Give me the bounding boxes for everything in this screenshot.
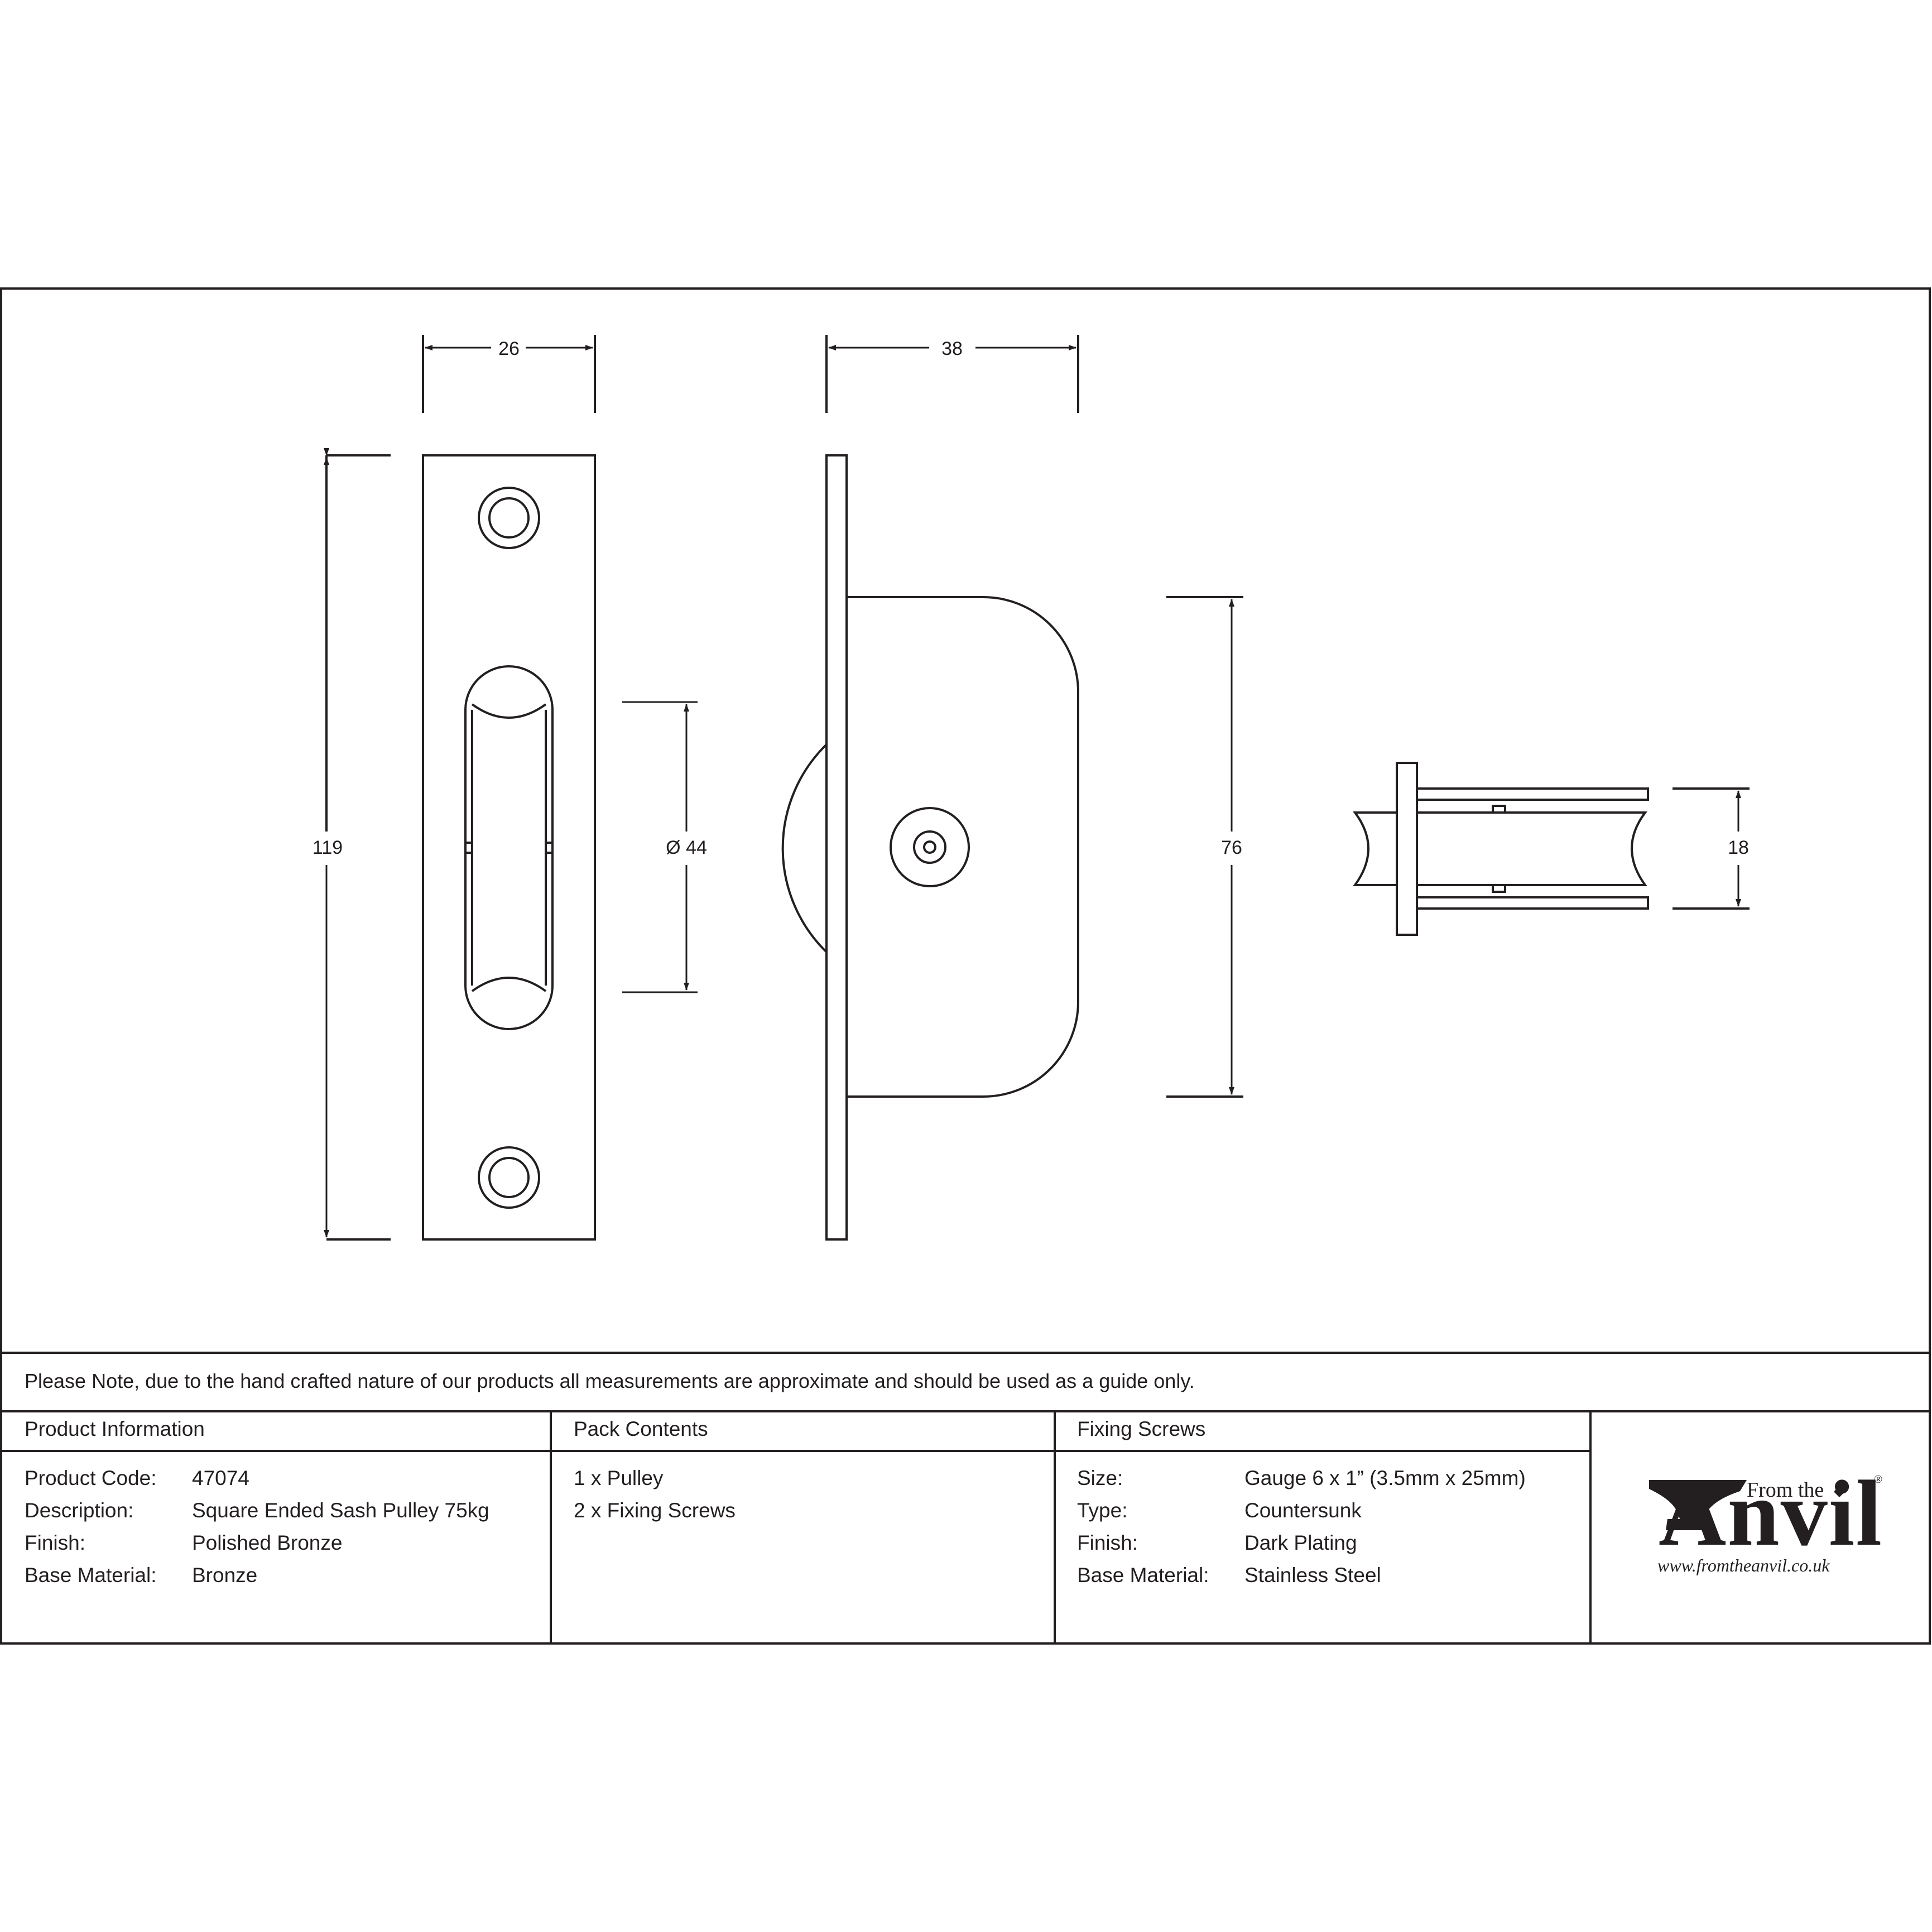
fixing-screws-row: Finish: Dark Plating bbox=[1077, 1527, 1526, 1559]
row-value: Polished Bronze bbox=[192, 1531, 343, 1554]
dim-case-height: 76 bbox=[1221, 837, 1242, 858]
dim-front-width: 26 bbox=[498, 338, 520, 359]
dim-wheel-diameter: Ø 44 bbox=[666, 837, 707, 858]
list-item: 1 x Pulley bbox=[574, 1467, 664, 1489]
product-info-row: Description: Square Ended Sash Pulley 75… bbox=[25, 1494, 489, 1527]
row-value: Countersunk bbox=[1244, 1499, 1362, 1522]
end-wheel bbox=[1417, 811, 1647, 886]
row-label: Base Material: bbox=[1077, 1564, 1209, 1587]
dim-wheel-width: 18 bbox=[1728, 837, 1749, 858]
logo-registered: ® bbox=[1874, 1473, 1883, 1486]
logo-url: www.fromtheanvil.co.uk bbox=[1657, 1555, 1830, 1575]
fixing-screws-title: Fixing Screws bbox=[1077, 1417, 1206, 1440]
row-label: Description: bbox=[25, 1499, 134, 1522]
faceplate bbox=[422, 454, 596, 1241]
front-view bbox=[324, 335, 596, 1241]
side-faceplate bbox=[825, 454, 848, 1241]
fixing-screws-table: Size: Gauge 6 x 1” (3.5mm x 25mm) Type: … bbox=[1077, 1462, 1526, 1592]
end-view bbox=[1353, 762, 1750, 936]
side-view bbox=[781, 335, 1243, 1241]
pack-contents-title: Pack Contents bbox=[574, 1417, 708, 1440]
frame bbox=[0, 287, 1931, 1645]
row-value: Bronze bbox=[192, 1564, 258, 1587]
product-info-row: Base Material: Bronze bbox=[25, 1559, 489, 1592]
row-label: Type: bbox=[1077, 1499, 1128, 1522]
wheel-protrusion bbox=[781, 743, 828, 953]
diamond-icon bbox=[1834, 1486, 1845, 1497]
product-info-table: Product Code: 47074 Description: Square … bbox=[25, 1462, 489, 1592]
end-faceplate bbox=[1396, 762, 1418, 936]
dim-side-depth: 38 bbox=[941, 338, 963, 359]
row-label: Finish: bbox=[1077, 1531, 1138, 1554]
fixing-screws-row: Type: Countersunk bbox=[1077, 1494, 1526, 1527]
pack-contents-list: 1 x Pulley 2 x Fixing Screws bbox=[574, 1462, 736, 1527]
logo-wordmark: Anvil bbox=[1659, 1462, 1883, 1565]
row-label: Product Code: bbox=[25, 1467, 157, 1489]
product-info-title: Product Information bbox=[25, 1417, 205, 1440]
row-label: Size: bbox=[1077, 1467, 1123, 1489]
list-item: 2 x Fixing Screws bbox=[574, 1499, 736, 1522]
row-value: Stainless Steel bbox=[1244, 1564, 1381, 1587]
product-info-row: Product Code: 47074 bbox=[25, 1462, 489, 1494]
product-info-row: Finish: Polished Bronze bbox=[25, 1527, 489, 1559]
row-label: Base Material: bbox=[25, 1564, 157, 1587]
fixing-screws-row: Base Material: Stainless Steel bbox=[1077, 1559, 1526, 1592]
fixing-screws-row: Size: Gauge 6 x 1” (3.5mm x 25mm) bbox=[1077, 1462, 1526, 1494]
screw-hole-bottom bbox=[478, 1146, 540, 1209]
row-value: Gauge 6 x 1” (3.5mm x 25mm) bbox=[1244, 1467, 1526, 1489]
wheel-slot bbox=[464, 665, 554, 1030]
row-value: Square Ended Sash Pulley 75kg bbox=[192, 1499, 489, 1522]
axle bbox=[890, 807, 970, 887]
logo-from-the: From the bbox=[1747, 1478, 1824, 1502]
screw-hole-top bbox=[478, 487, 540, 549]
dim-front-height: 119 bbox=[313, 837, 343, 858]
anvil-logo-icon bbox=[1649, 1480, 1747, 1530]
row-label: Finish: bbox=[25, 1531, 85, 1554]
row-value: Dark Plating bbox=[1244, 1531, 1357, 1554]
case-body bbox=[847, 596, 1079, 1098]
row-value: 47074 bbox=[192, 1467, 249, 1489]
disclaimer-note: Please Note, due to the hand crafted nat… bbox=[25, 1369, 1195, 1392]
